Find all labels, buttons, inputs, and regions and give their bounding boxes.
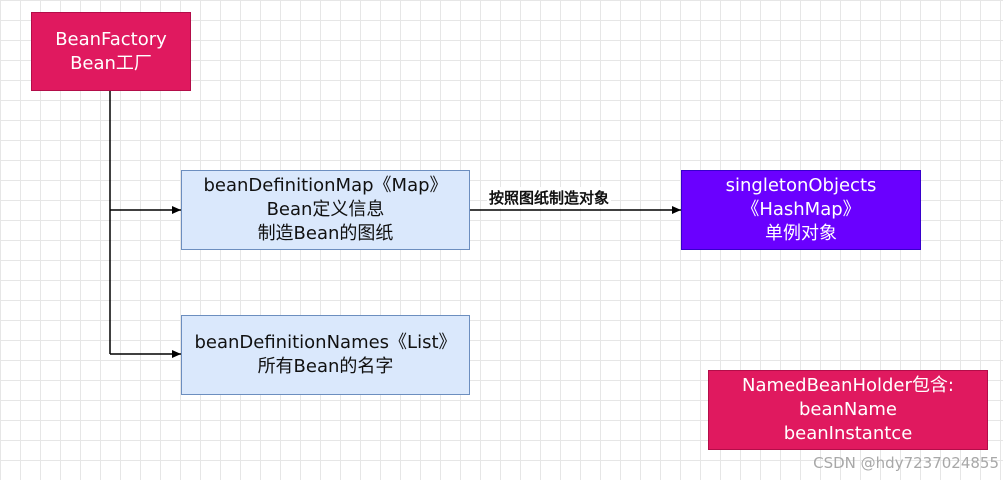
bean-definition-names-node[interactable]: beanDefinitionNames《List》 所有Bean的名字	[181, 315, 470, 395]
singleton-objects-node[interactable]: singletonObjects 《HashMap》 单例对象	[681, 170, 921, 250]
named-bean-holder-line2: beanName	[798, 399, 898, 420]
bean-definition-map-line2: Bean定义信息	[266, 199, 385, 220]
bean-definition-names-line1: beanDefinitionNames《List》	[194, 332, 457, 353]
singleton-objects-line1: singletonObjects	[725, 175, 877, 196]
bean-factory-node[interactable]: BeanFactory Bean工厂	[31, 12, 191, 91]
bean-factory-line2: Bean工厂	[70, 52, 152, 74]
bean-definition-map-line3: 制造Bean的图纸	[257, 223, 394, 244]
singleton-objects-line2: 《HashMap》	[741, 199, 861, 220]
csdn-watermark: CSDN @hdy7237024855	[813, 454, 999, 472]
bean-definition-map-node[interactable]: beanDefinitionMap《Map》 Bean定义信息 制造Bean的图…	[181, 170, 470, 250]
singleton-objects-line3: 单例对象	[765, 223, 837, 244]
named-bean-holder-line3: beanInstantce	[783, 423, 913, 444]
bean-definition-map-line1: beanDefinitionMap《Map》	[203, 175, 448, 196]
bean-factory-line1: BeanFactory	[55, 28, 167, 50]
bean-definition-names-line2: 所有Bean的名字	[257, 356, 394, 377]
named-bean-holder-node[interactable]: NamedBeanHolder包含: beanName beanInstantc…	[708, 370, 988, 450]
named-bean-holder-line1: NamedBeanHolder包含:	[742, 375, 954, 396]
map-to-singleton-label: 按照图纸制造对象	[487, 187, 612, 208]
